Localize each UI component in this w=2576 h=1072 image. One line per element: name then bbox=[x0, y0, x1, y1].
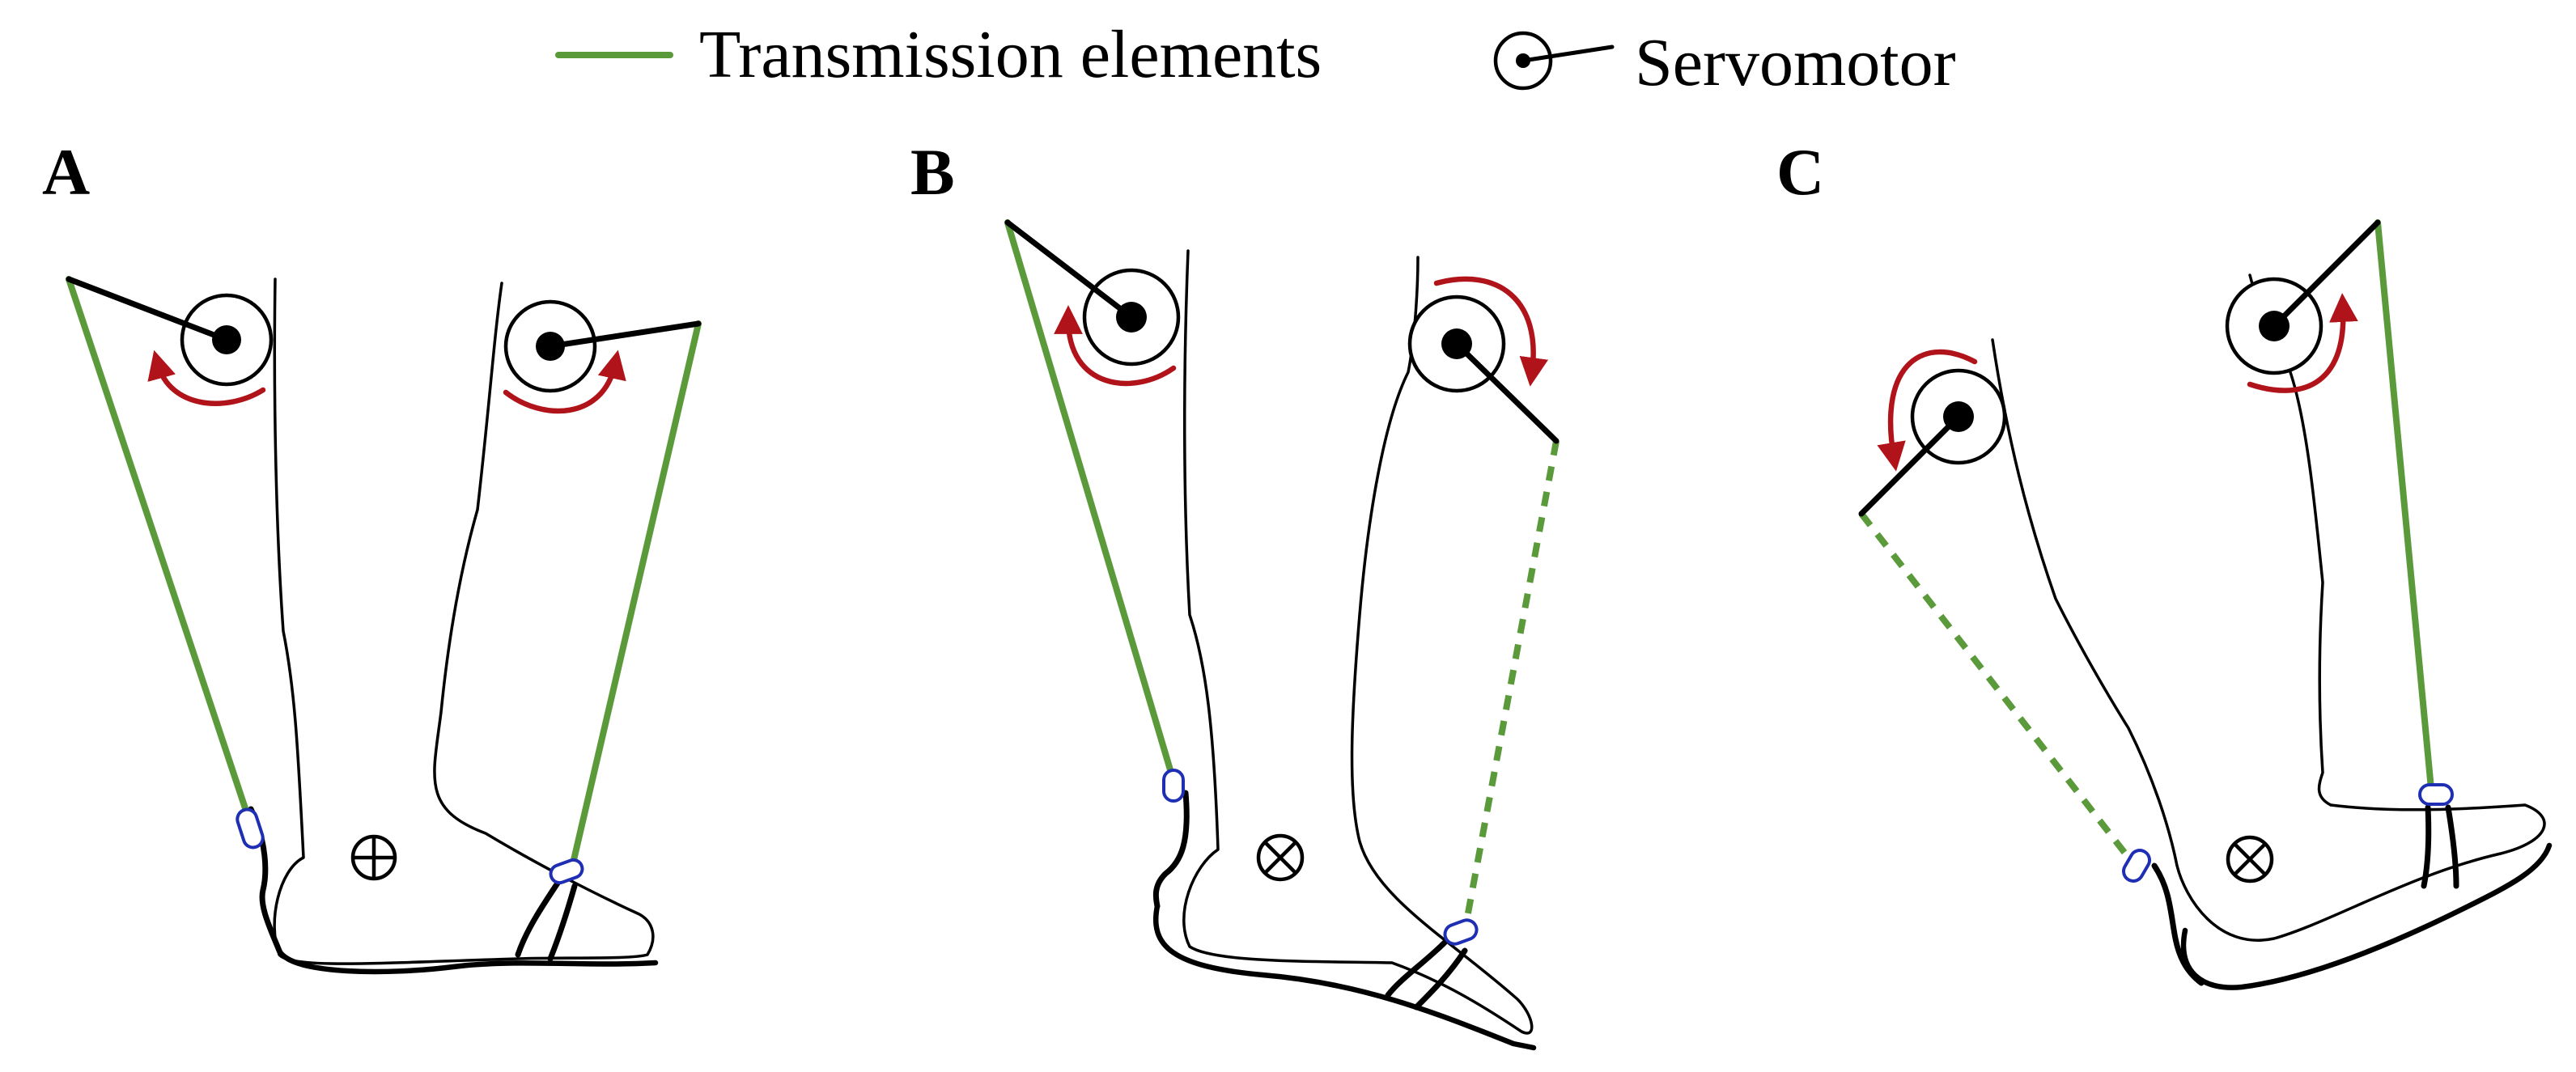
heel-cup bbox=[1152, 790, 1190, 909]
servomotor-icon bbox=[1858, 368, 2007, 517]
rotation-arrow-icon bbox=[1433, 276, 1549, 387]
servomotor-icon bbox=[1407, 294, 1560, 444]
transmission-rod bbox=[567, 320, 702, 877]
servomotor-legend-icon bbox=[1493, 31, 1615, 91]
foot-sole bbox=[276, 947, 659, 975]
leg-outline bbox=[1991, 273, 2546, 942]
foot-strap bbox=[2421, 804, 2459, 889]
panel-label-b: B bbox=[910, 135, 955, 209]
heel-cup bbox=[2151, 862, 2205, 986]
leg-outline bbox=[1182, 249, 1534, 1035]
rotation-arrow-icon bbox=[503, 350, 626, 414]
attachment-clip-icon bbox=[1443, 918, 1479, 946]
servomotor-icon bbox=[1004, 219, 1181, 367]
servomotor-legend-label: Servomotor bbox=[1635, 25, 1956, 100]
transmission-rod bbox=[66, 276, 250, 816]
attachment-clip-icon bbox=[2418, 783, 2454, 806]
transmission-rod-dashed bbox=[1858, 511, 2132, 860]
panel-label-a: A bbox=[42, 135, 90, 209]
transmission-legend-label: Transmission elements bbox=[699, 17, 1322, 92]
servomotor-icon bbox=[66, 276, 274, 387]
panel-a: A bbox=[42, 135, 702, 975]
ankle-joint-icon bbox=[2226, 835, 2274, 883]
servomotor-icon bbox=[2225, 219, 2381, 375]
rotation-arrow-icon bbox=[1877, 349, 1978, 472]
ankle-joint-icon bbox=[350, 834, 397, 881]
attachment-clip-icon bbox=[1162, 769, 1185, 803]
rotation-arrow-icon bbox=[1054, 305, 1177, 387]
panel-b: B bbox=[910, 135, 1560, 1051]
foot-strap bbox=[1385, 939, 1468, 1011]
panel-c: C bbox=[1776, 135, 2553, 990]
servomotor-icon bbox=[503, 299, 702, 393]
foot-sole bbox=[1152, 903, 1537, 1051]
rotation-arrow-icon bbox=[2247, 293, 2358, 393]
attachment-clip-icon bbox=[2122, 849, 2151, 883]
transmission-rod bbox=[2374, 219, 2434, 792]
legend: Transmission elements Servomotor bbox=[555, 17, 1956, 100]
rotation-arrow-icon bbox=[147, 350, 266, 406]
foot-strap bbox=[515, 879, 578, 962]
attachment-clip-icon bbox=[549, 858, 584, 885]
transmission-rod bbox=[1004, 219, 1177, 784]
attachment-clip-icon bbox=[236, 807, 265, 850]
ankle-joint-icon bbox=[1256, 833, 1305, 882]
panel-label-c: C bbox=[1776, 135, 1824, 209]
leg-outline bbox=[273, 278, 655, 965]
transmission-rod-dashed bbox=[1462, 440, 1560, 931]
